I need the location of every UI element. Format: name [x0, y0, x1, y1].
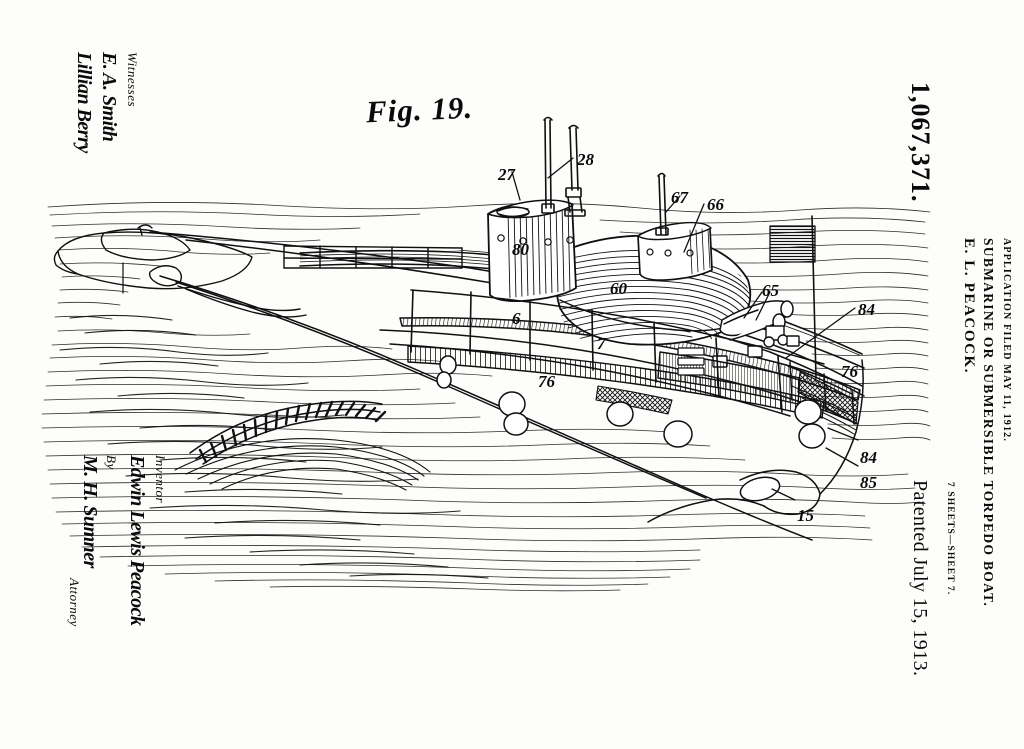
- patent-number: 1,067,371.: [906, 82, 935, 203]
- sheet-count: 7 SHEETS—SHEET 7.: [945, 482, 955, 596]
- bow-railing: [787, 361, 855, 425]
- hull-port-circles: [436, 355, 826, 449]
- callout-76-right: 76: [841, 362, 858, 381]
- witness-signature-1: E. A. Smith: [98, 52, 120, 142]
- wake-swirl: [174, 438, 431, 491]
- flag: [769, 225, 816, 263]
- by-label: By: [104, 455, 119, 470]
- guard-net-rail: [410, 289, 825, 365]
- small-tower-rivets: [646, 248, 694, 257]
- callout-15: 15: [797, 506, 814, 525]
- deck-grating: [595, 385, 673, 415]
- witness-signature-2: Lillian Berry: [73, 52, 95, 153]
- callout-80: 80: [512, 240, 529, 259]
- cable-loop: [647, 359, 864, 523]
- tower-rivets: [497, 234, 574, 246]
- callout-28: 28: [577, 150, 594, 169]
- callout-6: 6: [512, 309, 521, 328]
- inventor-signature: Edwin Lewis Peacock: [126, 455, 148, 626]
- periscope-mast-28: [541, 116, 555, 214]
- tower-hatch-27: [496, 206, 530, 218]
- callout-7: 7: [597, 334, 606, 353]
- inventor-name-heading: E. L. PEACOCK.: [961, 238, 977, 375]
- large-tower-shading: [507, 202, 571, 300]
- callout-67: 67: [671, 188, 688, 207]
- forward-railing: [283, 245, 463, 269]
- callout-60: 60: [610, 279, 627, 298]
- attorney-label: Attorney: [67, 578, 82, 627]
- callout-leaders: [511, 157, 859, 501]
- callout-84-upper: 84: [858, 300, 875, 319]
- tube-mount: [763, 325, 789, 348]
- antenna-mast-67: [655, 172, 669, 236]
- callout-66: 66: [707, 195, 724, 214]
- inventor-block: Inventor Edwin Lewis Peacock By M. H. Su…: [78, 455, 168, 625]
- callout-84-lower: 84: [860, 448, 877, 467]
- float-antenna: [137, 224, 153, 236]
- callout-76-left: 76: [538, 372, 555, 391]
- callout-27: 27: [498, 165, 515, 184]
- witnesses-label: Witnesses: [125, 52, 140, 108]
- wave-strokes: [59, 314, 489, 579]
- float-marker-15: [739, 476, 781, 502]
- patented-date: Patented July 15, 1913.: [909, 480, 931, 677]
- figure-label: Fig. 19.: [365, 89, 474, 130]
- patent-title: SUBMARINE OR SUBMERSIBLE TORPEDO BOAT.: [981, 238, 996, 608]
- inventor-label: Inventor: [153, 455, 168, 504]
- callout-65: 65: [762, 281, 779, 300]
- bulwark-ports: [677, 347, 705, 376]
- attorney-block: Attorney: [66, 578, 82, 627]
- splash-plume: [189, 400, 387, 465]
- witnesses-block: Witnesses E. A. Smith Lillian Berry: [72, 52, 140, 153]
- guard-net-panel: [407, 345, 825, 419]
- callout-85: 85: [860, 473, 877, 492]
- telescoping-mast: [564, 124, 586, 217]
- application-filed-date: APPLICATION FILED MAY 11, 1912.: [1001, 238, 1012, 443]
